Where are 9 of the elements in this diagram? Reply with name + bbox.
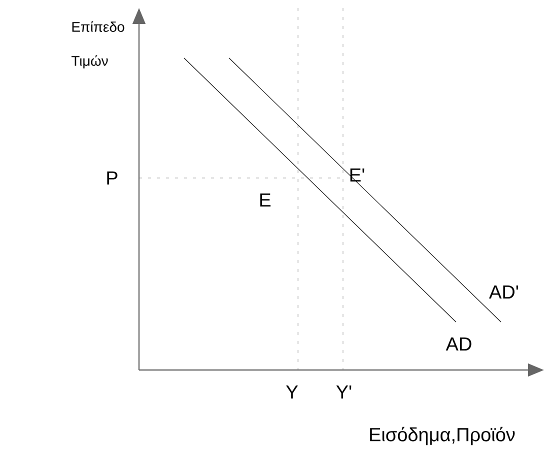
axis-label: Y [286, 385, 298, 399]
axis-label: Y' [336, 385, 352, 399]
axis-label: AD [446, 337, 472, 351]
axis-label: E' [350, 168, 364, 182]
axis-label: Επίπεδο Τιμών [72, 21, 124, 68]
axis-label: Εισόδημα,Προϊόν [370, 426, 515, 446]
axis-label: E [260, 193, 271, 207]
axis-label: AD' [489, 285, 518, 299]
axis-label: P [107, 171, 118, 185]
